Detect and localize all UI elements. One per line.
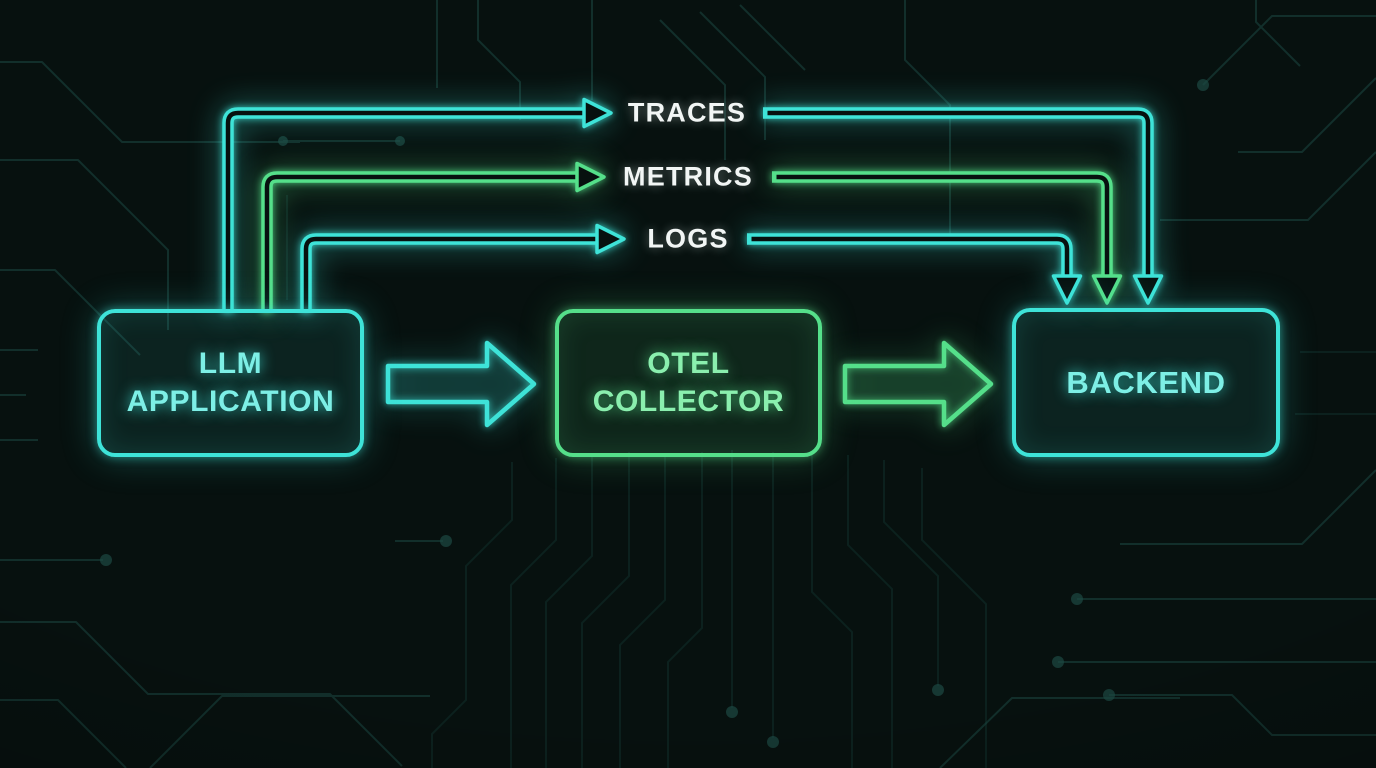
llm-application-label-line1: LLM bbox=[198, 347, 263, 380]
node-otel-collector: OTEL COLLECTOR bbox=[555, 309, 822, 457]
flow-label-traces: TRACES bbox=[627, 97, 747, 128]
metrics-flow-line bbox=[261, 161, 1123, 313]
logs-line-to-backend bbox=[747, 233, 1073, 276]
otel-collector-label-line2: COLLECTOR bbox=[592, 385, 785, 418]
metrics-line-to-backend bbox=[772, 171, 1113, 276]
logs-line-from-llm bbox=[300, 233, 597, 313]
logs-line-from-llm-channel bbox=[303, 236, 597, 313]
llm-to-collector-arrow-shape bbox=[385, 340, 537, 428]
node-llm-application: LLM APPLICATION bbox=[97, 309, 364, 457]
traces-arrowhead-down bbox=[1132, 274, 1164, 305]
metrics-arrowhead-down bbox=[1091, 274, 1123, 305]
llm-to-collector-arrow bbox=[385, 340, 537, 428]
metrics-arrowhead-right bbox=[575, 161, 606, 193]
metrics-line-from-llm-channel bbox=[264, 174, 577, 313]
metrics-line-to-backend-channel bbox=[776, 174, 1110, 276]
circuit-node-dots bbox=[100, 79, 1209, 748]
node-backend: BACKEND bbox=[1012, 308, 1280, 457]
traces-arrowhead-right bbox=[582, 97, 613, 129]
otel-collector-label-line1: OTEL bbox=[647, 347, 730, 380]
circuit-trace-lines-faint bbox=[286, 195, 1376, 768]
collector-to-backend-arrow bbox=[842, 340, 994, 428]
traces-line-from-llm-channel bbox=[225, 110, 584, 313]
traces-flow-line bbox=[222, 97, 1164, 313]
logs-arrowhead-down bbox=[1051, 274, 1083, 305]
flow-label-logs: LOGS bbox=[647, 223, 729, 254]
flow-label-metrics: METRICS bbox=[623, 161, 753, 192]
collector-to-backend-arrow-shape bbox=[842, 340, 994, 428]
logs-flow-line bbox=[300, 223, 1083, 313]
logs-line-to-backend-channel bbox=[751, 236, 1070, 276]
llm-application-label-line2: APPLICATION bbox=[126, 385, 335, 418]
traces-line-to-backend bbox=[763, 107, 1154, 276]
traces-line-to-backend-channel bbox=[767, 110, 1151, 276]
backend-label: BACKEND bbox=[1066, 364, 1226, 400]
logs-arrowhead-right bbox=[595, 223, 626, 255]
traces-line-from-llm bbox=[222, 107, 584, 313]
